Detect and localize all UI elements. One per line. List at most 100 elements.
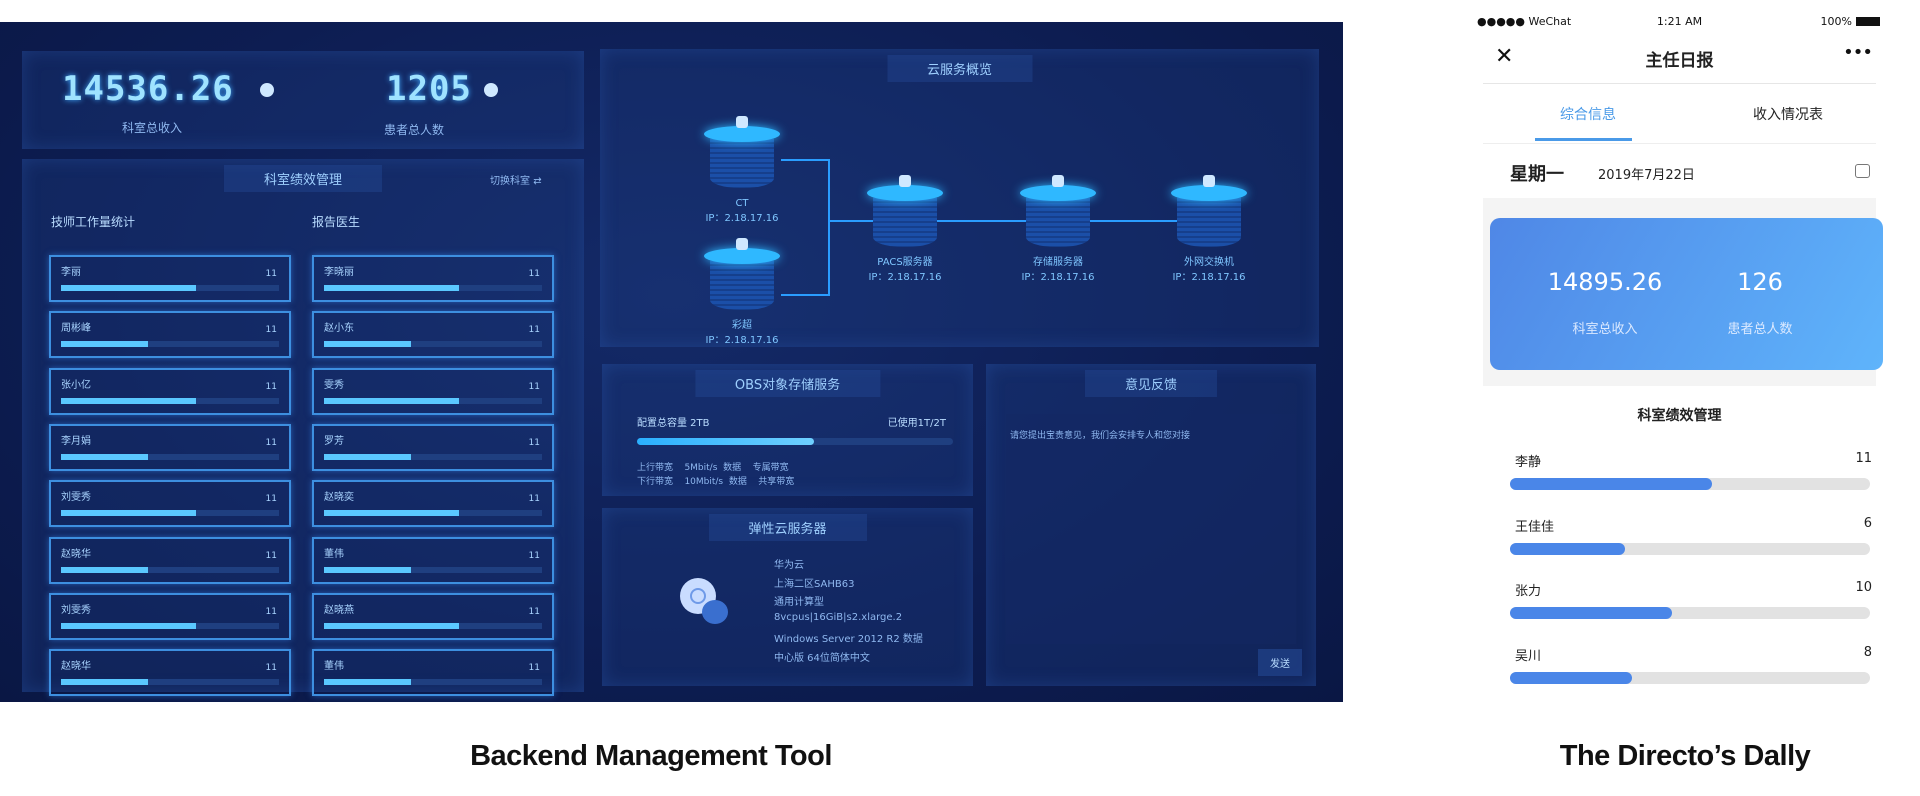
mobile-daily-report: ●●●●● WeChat 1:21 AM 100% ✕ 主任日报 ••• 综合信… xyxy=(1473,0,1886,708)
row-value: 11 xyxy=(265,381,277,392)
row-value: 11 xyxy=(265,437,277,448)
node-ip: IP：2.18.17.16 xyxy=(868,272,942,283)
node-name: 彩超 xyxy=(732,320,752,331)
staff-progress-track xyxy=(1510,671,1870,684)
row-value: 11 xyxy=(265,269,277,279)
staff-name: 王佳佳 xyxy=(1515,519,1555,535)
row-progress-fill xyxy=(324,453,412,460)
swap-icon: ⇄ xyxy=(533,176,542,187)
summary-card: 14895.26 科室总收入 126 患者总人数 xyxy=(1490,218,1883,370)
globe-icon xyxy=(680,578,716,614)
row-value: 11 xyxy=(528,550,540,561)
switch-department-button[interactable]: 切换科室 ⇄ xyxy=(490,172,542,187)
row-progress-track xyxy=(61,622,279,629)
node-name: CT xyxy=(735,198,749,209)
more-icon[interactable]: ••• xyxy=(1843,42,1873,63)
staff-progress-track xyxy=(1510,478,1870,490)
staff-progress-fill xyxy=(1510,607,1672,619)
row-progress-fill xyxy=(324,397,460,404)
row-progress-track xyxy=(324,453,542,460)
weekday: 星期一 xyxy=(1510,164,1564,185)
row-value: 11 xyxy=(528,325,540,336)
server-node-icon xyxy=(1020,175,1096,247)
right-column-header: 报告医生 xyxy=(312,215,361,229)
row-progress-fill xyxy=(324,341,412,348)
active-tab-indicator xyxy=(1535,138,1632,141)
row-progress-track xyxy=(324,622,542,629)
row-progress-track xyxy=(324,566,542,573)
row-progress-fill xyxy=(61,510,197,517)
revenue-value: 14536.26 xyxy=(62,69,234,109)
feedback-title: 意见反馈 xyxy=(1084,370,1218,397)
row-name: 刘雯秀 xyxy=(61,492,91,504)
row-value: 11 xyxy=(528,269,540,279)
row-progress-fill xyxy=(61,622,197,629)
row-progress-track xyxy=(61,679,279,686)
obs-panel: OBS对象存储服务 配置总容量 2TB 已使用1T/2T 上行带宽 5Mbit/… xyxy=(602,364,973,496)
row-value: 11 xyxy=(265,325,277,336)
node-ip: IP：2.18.17.16 xyxy=(1172,272,1246,283)
calendar-icon[interactable] xyxy=(1855,164,1870,178)
staff-value: 11 xyxy=(1855,451,1872,466)
row-value: 11 xyxy=(528,494,540,505)
tab-overview[interactable]: 综合信息 xyxy=(1560,107,1616,123)
revenue-icon xyxy=(260,83,274,97)
feedback-textarea[interactable]: 请您提出宝贵意见，我们会安排专人和您对接 xyxy=(1006,414,1296,644)
row-progress-fill xyxy=(324,566,412,573)
row-name: 李丽 xyxy=(61,267,81,278)
row-name: 罗芳 xyxy=(324,435,344,447)
staff-value: 10 xyxy=(1855,580,1872,595)
caption-backend: Backend Management Tool xyxy=(470,740,832,772)
switch-label: 切换科室 xyxy=(490,176,530,187)
row-progress-fill xyxy=(61,679,149,686)
row-progress-track xyxy=(324,341,542,348)
date: 2019年7月22日 xyxy=(1598,168,1695,183)
obs-progress-fill xyxy=(637,438,814,445)
server-spec-line: Windows Server 2012 R2 数据 xyxy=(774,634,923,645)
stats-panel: 14536.26 科室总收入 1205 患者总人数 xyxy=(22,51,584,149)
obs-uplink: 上行带宽 5Mbit/s 数据 专属带宽 xyxy=(637,463,789,473)
cloud-title: 云服务概览 xyxy=(886,55,1033,82)
row-name: 刘雯秀 xyxy=(61,604,91,616)
server-node-icon xyxy=(704,116,780,188)
row-name: 李月娟 xyxy=(61,435,91,447)
node-ip: IP：2.18.17.16 xyxy=(705,335,779,346)
tab-income[interactable]: 收入情况表 xyxy=(1753,107,1823,123)
send-button[interactable]: 发送 xyxy=(1258,649,1302,676)
obs-title: OBS对象存储服务 xyxy=(694,370,881,397)
revenue-label: 科室总收入 xyxy=(122,121,183,135)
row-progress-fill xyxy=(61,285,197,291)
row-progress-fill xyxy=(324,622,460,629)
row-progress-track xyxy=(324,397,542,404)
obs-progress-bar xyxy=(637,438,953,445)
close-icon[interactable]: ✕ xyxy=(1495,44,1514,69)
server-node-icon xyxy=(704,238,780,310)
row-name: 雯秀 xyxy=(324,379,344,391)
row-progress-fill xyxy=(61,566,149,573)
page-title: 主任日报 xyxy=(1645,51,1714,71)
card-revenue-label: 科室总收入 xyxy=(1572,322,1638,337)
row-value: 11 xyxy=(528,663,540,674)
battery-icon xyxy=(1856,17,1880,26)
staff-name: 吴川 xyxy=(1515,648,1542,664)
workload-row: 雯秀 11 xyxy=(312,367,554,415)
row-progress-track xyxy=(61,566,279,573)
row-progress-fill xyxy=(324,510,460,517)
workload-row: 李丽 11 xyxy=(49,255,291,302)
server-node-icon xyxy=(1171,175,1247,247)
obs-capacity: 配置总容量 2TB xyxy=(637,418,710,429)
row-progress-fill xyxy=(61,397,197,404)
left-column-header: 技师工作量统计 xyxy=(51,215,136,229)
server-spec-line: 华为云 xyxy=(774,560,804,571)
row-value: 11 xyxy=(265,550,277,561)
row-value: 11 xyxy=(528,381,540,392)
